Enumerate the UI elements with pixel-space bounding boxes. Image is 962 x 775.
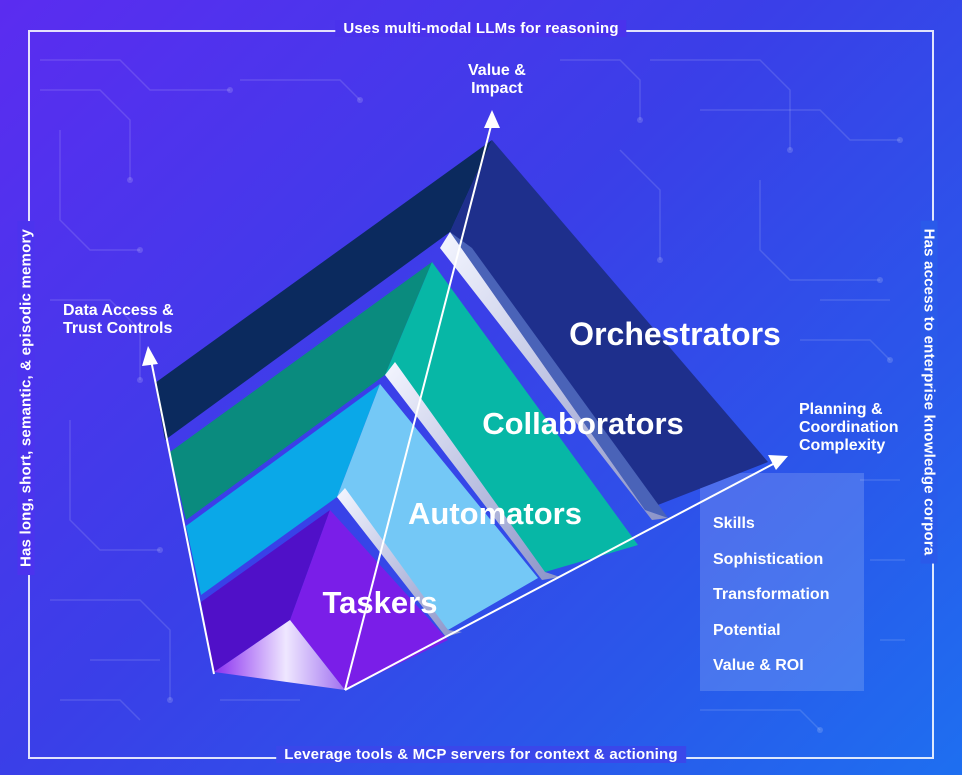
orchestrators-top-face — [155, 140, 492, 440]
right-axis-arrow — [768, 455, 788, 470]
left-axis-arrow — [142, 346, 158, 366]
frame-top-label: Uses multi-modal LLMs for reasoning — [335, 20, 627, 37]
orchestrators-edge — [450, 232, 668, 518]
metric-item: Potential — [713, 621, 781, 639]
right-axis-line — [344, 462, 776, 691]
metric-item: Value & ROI — [713, 657, 804, 674]
level-label-automators: Automators — [408, 496, 582, 531]
left-axis-line — [150, 359, 215, 675]
metric-item: Skills — [713, 515, 755, 532]
collaborators-front-face — [385, 262, 638, 572]
level-collaborators — [170, 232, 668, 572]
taskers-edge — [337, 488, 462, 637]
collaborators-top-face — [170, 262, 432, 520]
metrics-list: Skills Sophistication Transformation Pot… — [713, 513, 829, 691]
metric-item: Sophistication — [713, 550, 824, 568]
right-axis-label: Planning & Coordination Complexity — [799, 401, 899, 454]
automators-edge — [385, 362, 560, 580]
axes — [142, 110, 788, 691]
level-automators — [186, 362, 560, 630]
vertical-axis-arrow — [484, 110, 500, 128]
level-label-taskers: Taskers — [323, 585, 438, 620]
taskers-top-face — [201, 510, 330, 672]
metric-item: Transformation — [713, 586, 830, 603]
level-label-orchestrators: Orchestrators — [569, 316, 781, 352]
vertical-axis-line — [344, 121, 493, 691]
collaborators-edge — [440, 232, 668, 520]
level-orchestrators — [155, 140, 768, 518]
taskers-tip-face — [214, 620, 345, 690]
automators-front-face — [337, 384, 538, 630]
level-label-collaborators: Collaborators — [482, 406, 684, 441]
orchestrators-front-face — [450, 140, 768, 510]
metrics-panel: Skills Sophistication Transformation Pot… — [700, 473, 864, 691]
vertical-axis-label: Value & Impact — [468, 62, 526, 97]
automators-top-face — [186, 384, 380, 595]
left-axis-label: Data Access & Trust Controls — [63, 302, 174, 337]
frame-bottom-label: Leverage tools & MCP servers for context… — [276, 746, 686, 763]
